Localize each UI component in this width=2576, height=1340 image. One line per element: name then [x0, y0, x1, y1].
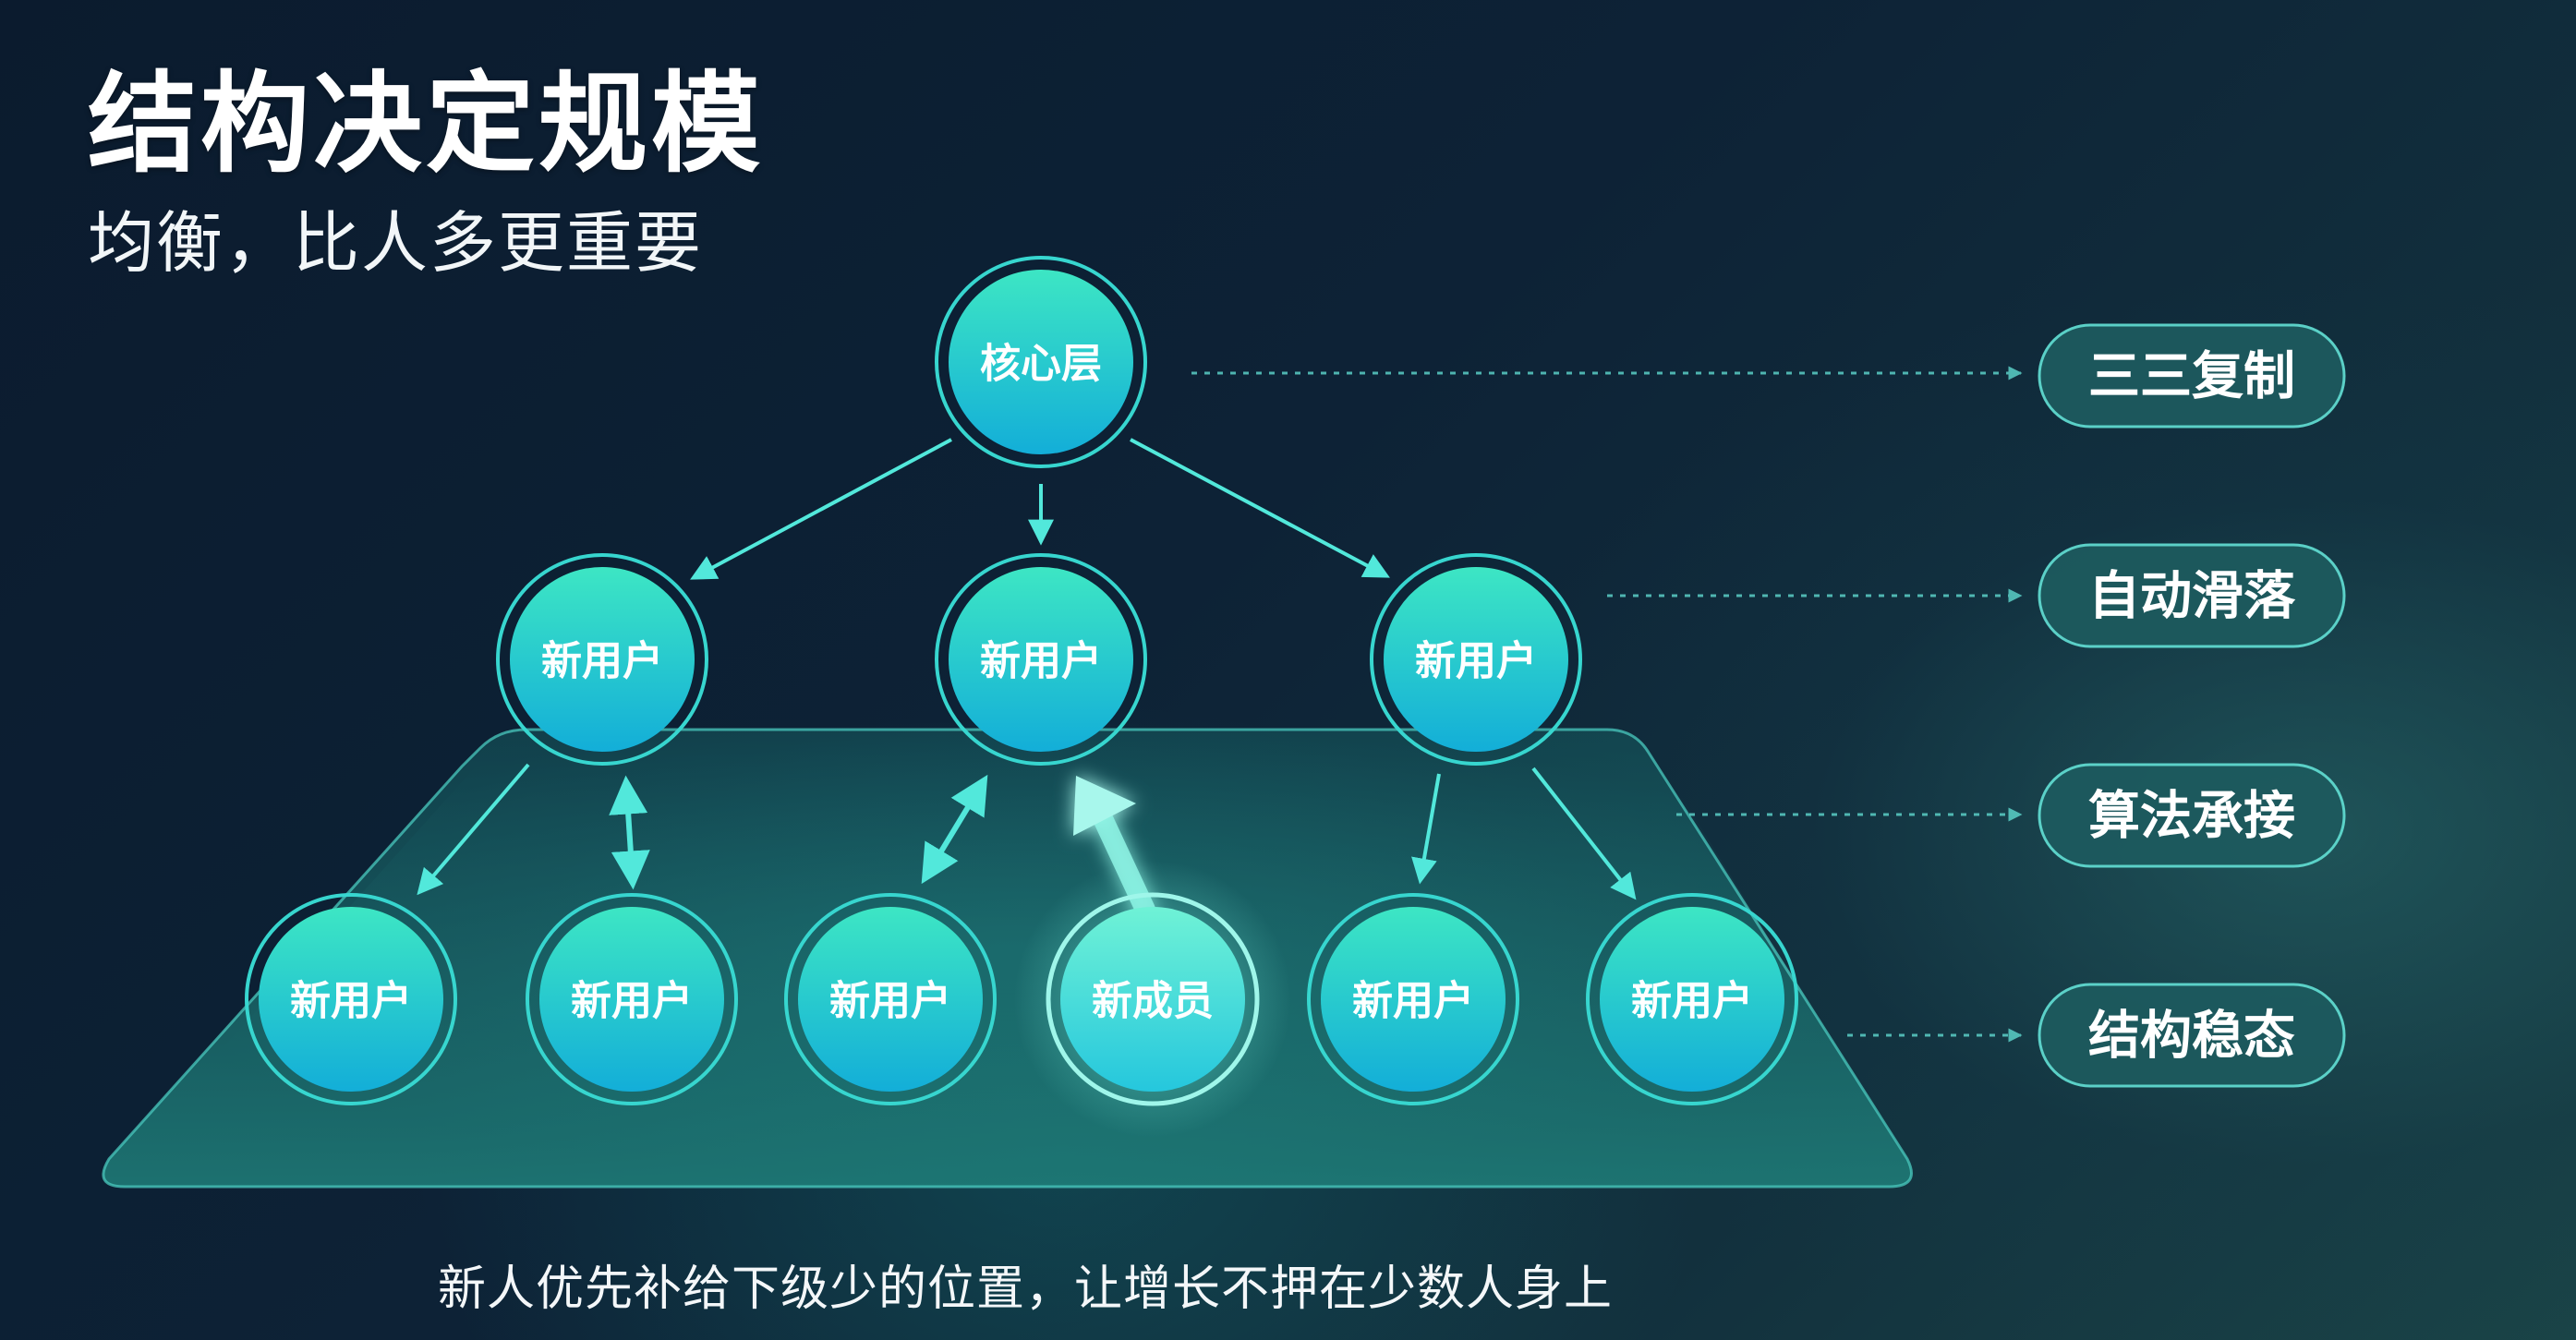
guide-lines — [1191, 366, 2023, 1043]
arrow-midleft-to-b1 — [417, 763, 530, 896]
connectors — [417, 438, 1637, 920]
node-mid-left: 新用户 — [496, 553, 708, 766]
node-bottom-5: 新用户 — [1307, 893, 1519, 1105]
node-bottom-6: 新用户 — [1586, 893, 1798, 1105]
arrow-core-to-mid-right — [1130, 438, 1390, 578]
node-mid-label: 新用户 — [541, 638, 663, 685]
node-mid-center: 新用户 — [935, 553, 1147, 766]
arrow-midcenter-b3-bidirectional — [921, 774, 988, 885]
node-new-member-label: 新成员 — [1092, 978, 1214, 1025]
node-bottom-label: 新用户 — [1631, 978, 1753, 1025]
stage-pill-3: 算法承接 — [2038, 763, 2346, 868]
node-bottom-1: 新用户 — [245, 893, 457, 1105]
page-title: 结构决定规模 — [88, 60, 765, 187]
node-mid-right: 新用户 — [1370, 553, 1582, 766]
stage-pill-label: 三三复制 — [2088, 347, 2295, 407]
arrow-midleft-b2-bidirectional — [609, 775, 650, 890]
page-subtitle: 均衡，比人多更重要 — [88, 204, 704, 282]
node-core-label: 核心层 — [980, 341, 1102, 388]
node-mid-label: 新用户 — [980, 638, 1102, 685]
stage-pill-2: 自动滑落 — [2038, 543, 2346, 648]
node-bottom-label: 新用户 — [290, 978, 412, 1025]
node-bottom-new-member: 新成员 — [1014, 861, 1291, 1138]
stage-pill-label: 自动滑落 — [2088, 567, 2296, 627]
node-mid-label: 新用户 — [1415, 638, 1537, 685]
node-bottom-3: 新用户 — [784, 893, 997, 1105]
arrow-core-to-mid-left — [690, 438, 952, 580]
node-bottom-2: 新用户 — [526, 893, 738, 1105]
node-bottom-label: 新用户 — [829, 978, 951, 1025]
arrow-midright-to-b5 — [1411, 773, 1441, 885]
stage-pill-1: 三三复制 — [2038, 323, 2346, 429]
bottom-caption: 新人优先补给下级少的位置，让增长不押在少数人身上 — [437, 1262, 1613, 1317]
stage-pill-label: 结构稳态 — [2088, 1007, 2295, 1067]
node-bottom-label: 新用户 — [1352, 978, 1474, 1025]
arrow-midright-to-b6 — [1531, 767, 1637, 900]
node-bottom-label: 新用户 — [571, 978, 693, 1025]
stage-pill-4: 结构稳态 — [2038, 983, 2346, 1088]
stage-pill-label: 算法承接 — [2088, 787, 2295, 847]
node-core: 核心层 — [935, 256, 1147, 468]
